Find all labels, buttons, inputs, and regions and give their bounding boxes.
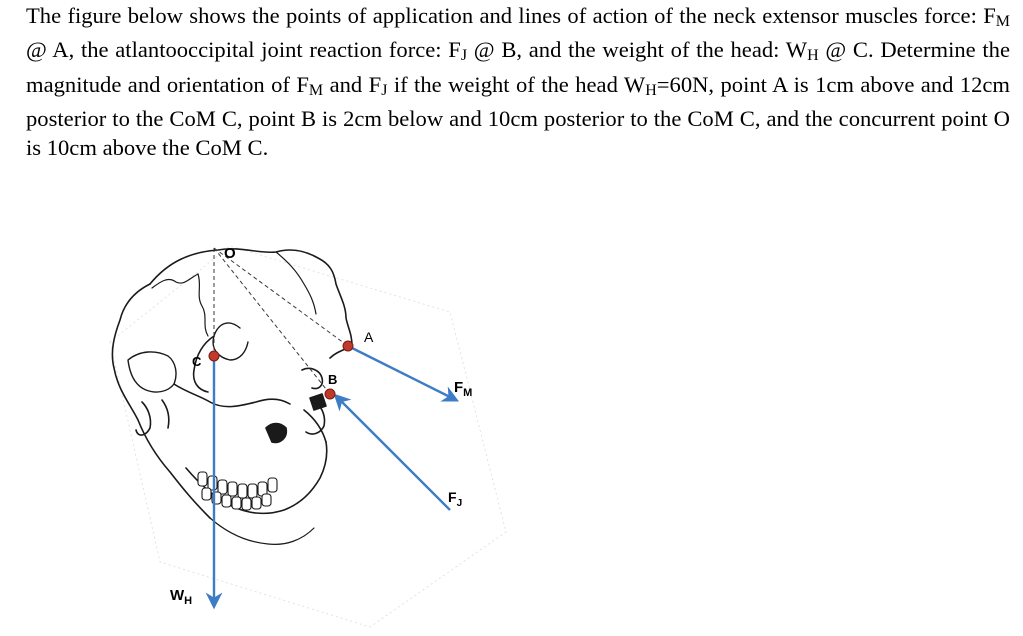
joint-force-arrow-fj xyxy=(333,393,451,511)
label-fj: FJ xyxy=(448,489,462,509)
subscript-h: H xyxy=(807,47,819,65)
label-b: B xyxy=(328,372,337,387)
problem-text-3: @ B, and the weight of the head: W xyxy=(467,37,808,63)
label-fm-sub: M xyxy=(463,387,472,399)
point-c xyxy=(208,350,220,362)
subscript-m: M xyxy=(995,13,1010,30)
point-b xyxy=(324,388,336,400)
label-fm: FM xyxy=(454,379,472,399)
problem-statement: The figure below shows the points of app… xyxy=(26,2,1010,162)
label-fj-main: F xyxy=(448,489,457,505)
label-wh-sub: H xyxy=(184,595,192,607)
problem-text-7: =60N, point A is 1cm above and 12cm post… xyxy=(26,71,1010,160)
subscript-j: J xyxy=(381,81,388,99)
subscript-m: M xyxy=(308,81,324,99)
problem-text-4: @ C. Determine the magnitude and orienta… xyxy=(26,37,1010,97)
subscript-j: J xyxy=(460,47,468,65)
point-a xyxy=(342,340,354,352)
label-wh-main: W xyxy=(170,587,185,604)
label-o: O xyxy=(224,245,236,262)
problem-text-5: and F xyxy=(323,71,382,97)
muscle-force-arrow-fm xyxy=(347,344,460,402)
problem-text-6: if the weight of the head W xyxy=(387,71,646,97)
problem-text-1: The figure below shows the points of app… xyxy=(26,3,996,28)
skull-force-diagram: O A B C FM FJ WH xyxy=(109,245,507,628)
skull-outline xyxy=(111,248,353,545)
construction-lines xyxy=(213,247,349,395)
subscript-h: H xyxy=(645,81,657,99)
label-a: A xyxy=(364,329,374,345)
dashed-line-o-a xyxy=(213,247,349,347)
problem-text-2: @ A, the atlantooccipital joint reaction… xyxy=(26,37,461,63)
faint-diamond-frame xyxy=(109,245,507,628)
label-fm-main: F xyxy=(454,379,463,396)
teeth xyxy=(197,471,278,511)
label-c: C xyxy=(192,354,202,369)
label-wh: WH xyxy=(170,587,192,607)
label-fj-sub: J xyxy=(457,498,463,509)
dashed-line-o-b xyxy=(213,247,331,395)
